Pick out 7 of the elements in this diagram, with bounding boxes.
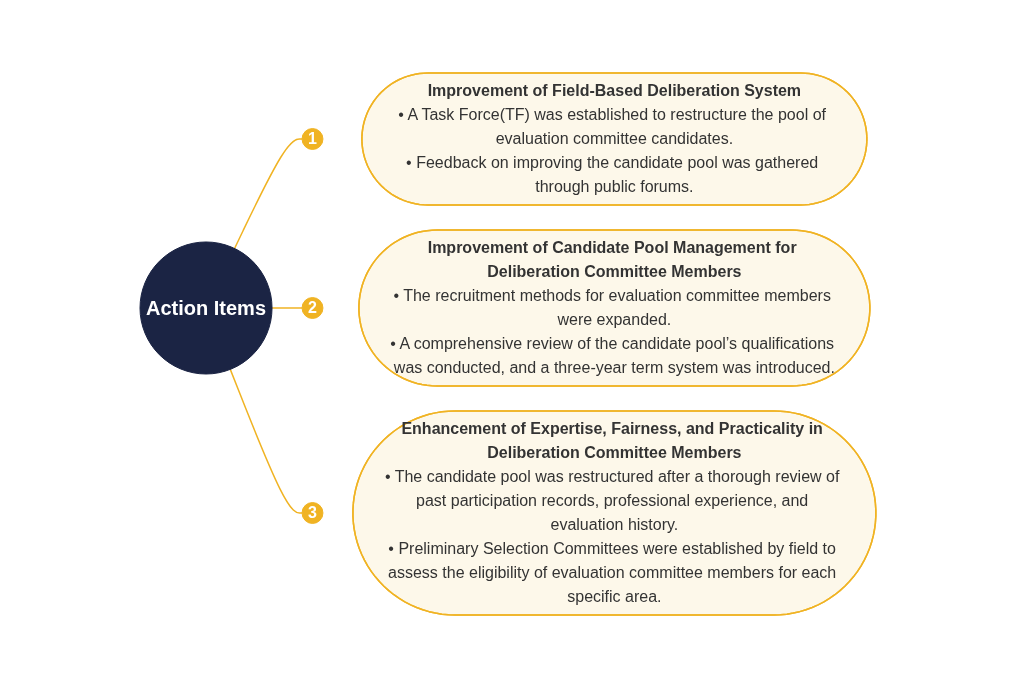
node-circle: 1 [301, 127, 323, 150]
connector [270, 306, 303, 309]
node-circle: 2 [301, 296, 323, 319]
node-circle: 3 [301, 501, 323, 524]
connector [229, 368, 303, 514]
connector [233, 137, 303, 249]
node-circle: Action Items [139, 241, 273, 374]
